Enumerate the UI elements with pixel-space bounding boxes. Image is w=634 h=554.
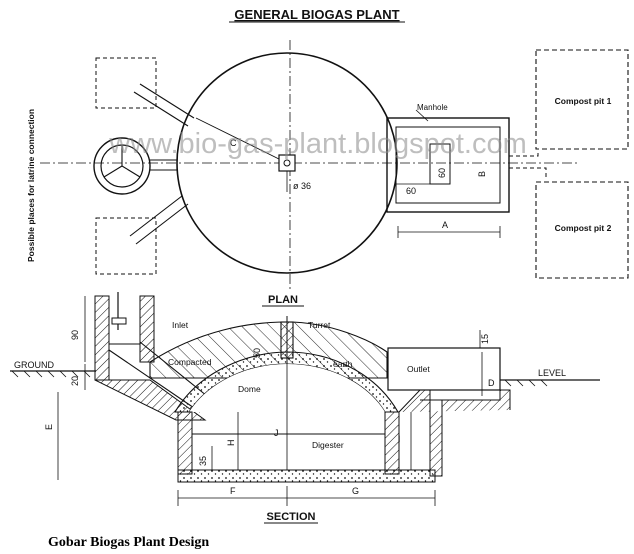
dim-15-label: 15	[480, 334, 490, 344]
dim-e-label: E	[44, 424, 54, 430]
manhole-label: Manhole	[417, 103, 448, 112]
outlet-channel	[509, 150, 547, 180]
inlet-mixer-blade	[111, 317, 127, 325]
inlet-pipe-top-b	[133, 91, 189, 127]
dim-h-label: H	[226, 440, 236, 447]
radius-label: C	[230, 138, 237, 148]
latrine-box-top	[95, 57, 157, 109]
compost-pit-2-box	[535, 181, 629, 279]
turret-hole	[283, 159, 291, 167]
inlet-spoke-2	[103, 165, 123, 178]
outlet-tank-inner	[395, 126, 501, 204]
diameter-label: ø 36	[293, 181, 311, 191]
dim-d-label: D	[488, 378, 495, 388]
section-heading: SECTION	[267, 511, 316, 523]
outlet-label: Outlet	[407, 364, 430, 374]
dim-90-label: 90	[70, 330, 80, 340]
ground-label: GROUND	[14, 360, 54, 370]
dim-60-v-label: 60	[437, 168, 447, 178]
radius-line	[195, 117, 288, 164]
level-label: LEVEL	[538, 368, 566, 378]
ground-hatch-left	[11, 370, 91, 378]
inlet-spoke-3	[121, 165, 141, 178]
latrine-box-bottom	[95, 217, 157, 275]
manhole-leader	[415, 109, 429, 122]
dim-a-label: A	[442, 220, 448, 230]
dim-b-label: B	[477, 171, 487, 177]
inlet-label: Inlet	[172, 320, 189, 330]
dim-20-label: 20	[70, 376, 80, 386]
digester-wall-left	[177, 411, 193, 475]
dome-label: Dome	[238, 384, 261, 394]
plan-view: C ø 36 Possible places for latrine conne…	[26, 40, 629, 307]
earth-label: earth	[333, 359, 353, 369]
digester-floor	[177, 469, 436, 483]
dim-50-label: 50	[252, 348, 262, 358]
dim-35-label: 35	[198, 456, 208, 466]
outlet-walls-section	[398, 389, 511, 477]
inlet-pipe-bottom-a	[135, 203, 189, 245]
turret-label: Turret	[308, 320, 331, 330]
dim-i-label: I	[398, 434, 401, 444]
compacted-label: Compacted	[168, 357, 212, 367]
inlet-wall-left	[94, 295, 110, 381]
outlet-tank-section	[387, 347, 501, 391]
figure-caption: Gobar Biogas Plant Design	[48, 535, 209, 550]
digester-circle	[176, 52, 398, 274]
latrine-note: Possible places for latrine connection	[26, 109, 36, 262]
compost-pit-1-label: Compost pit 1	[555, 96, 612, 106]
outlet-tank-outer	[386, 117, 510, 213]
digester-label: Digester	[312, 440, 344, 450]
dim-j-label: J	[274, 428, 279, 438]
inlet-pipe-top-a	[139, 83, 195, 119]
watermark: www.bio-gas-plant.blogspot.com	[108, 128, 526, 160]
plan-heading: PLAN	[268, 294, 298, 306]
inlet-tank-outer	[93, 137, 151, 195]
inlet-pipe-bottom-b	[129, 195, 183, 237]
section-view: GROUND LEVEL Inlet Turret Comp	[10, 292, 600, 524]
page-title: GENERAL BIOGAS PLANT	[234, 7, 399, 22]
dim-g-label: G	[352, 486, 359, 496]
digester-wall-right	[384, 411, 400, 475]
dim-f-label: F	[230, 486, 236, 496]
compost-pit-1-box	[535, 49, 629, 150]
ground-hatch-right	[504, 379, 548, 387]
dim-60-h-label: 60	[406, 186, 416, 196]
compost-pit-2-label: Compost pit 2	[555, 223, 612, 233]
